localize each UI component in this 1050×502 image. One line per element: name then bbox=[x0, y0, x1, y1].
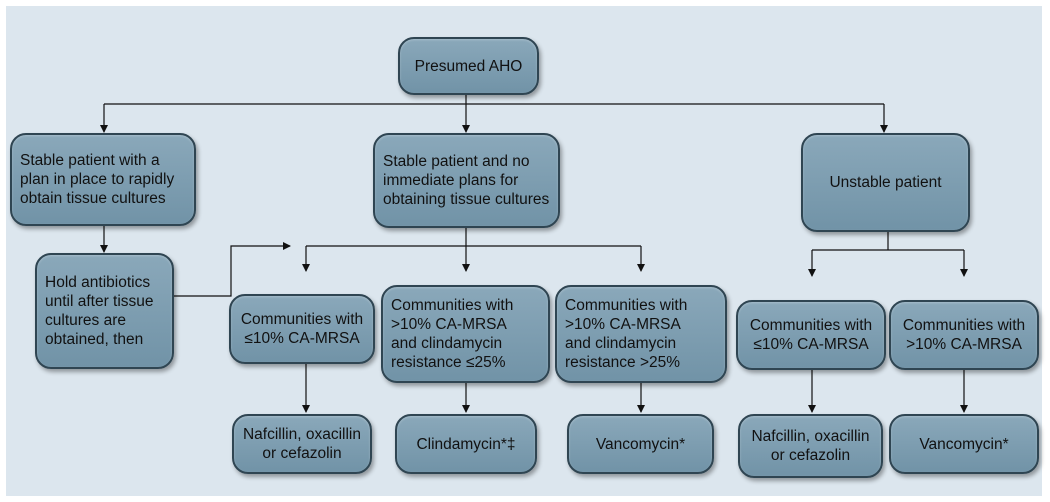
node-unstable-patient: Unstable patient bbox=[801, 133, 970, 232]
node-rx-nafcillin-a: Nafcillin, oxacillin or cefazolin bbox=[232, 414, 372, 474]
node-rx-vancomycin-b: Vancomycin* bbox=[889, 414, 1039, 474]
node-communities-gt10-b: Communities with >10% CA-MRSA bbox=[889, 300, 1039, 370]
node-communities-le10-a: Communities with ≤10% CA-MRSA bbox=[229, 294, 375, 364]
node-rx-clindamycin: Clindamycin*‡ bbox=[395, 414, 537, 474]
node-communities-gt10-clin-le25: Communities with >10% CA-MRSA and clinda… bbox=[381, 285, 550, 383]
node-presumed-aho: Presumed AHO bbox=[398, 37, 539, 95]
node-stable-rapid-cultures: Stable patient with a plan in place to r… bbox=[10, 133, 196, 226]
node-communities-le10-b: Communities with ≤10% CA-MRSA bbox=[736, 300, 886, 370]
node-communities-gt10-clin-gt25: Communities with >10% CA-MRSA and clinda… bbox=[555, 285, 727, 383]
node-rx-nafcillin-b: Nafcillin, oxacillin or cefazolin bbox=[738, 414, 883, 478]
arrow-hold-to-branch bbox=[174, 242, 291, 297]
node-rx-vancomycin-a: Vancomycin* bbox=[567, 414, 714, 474]
node-stable-no-plan: Stable patient and no immediate plans fo… bbox=[373, 133, 560, 228]
node-hold-antibiotics: Hold antibiotics until after tissue cult… bbox=[35, 253, 174, 369]
